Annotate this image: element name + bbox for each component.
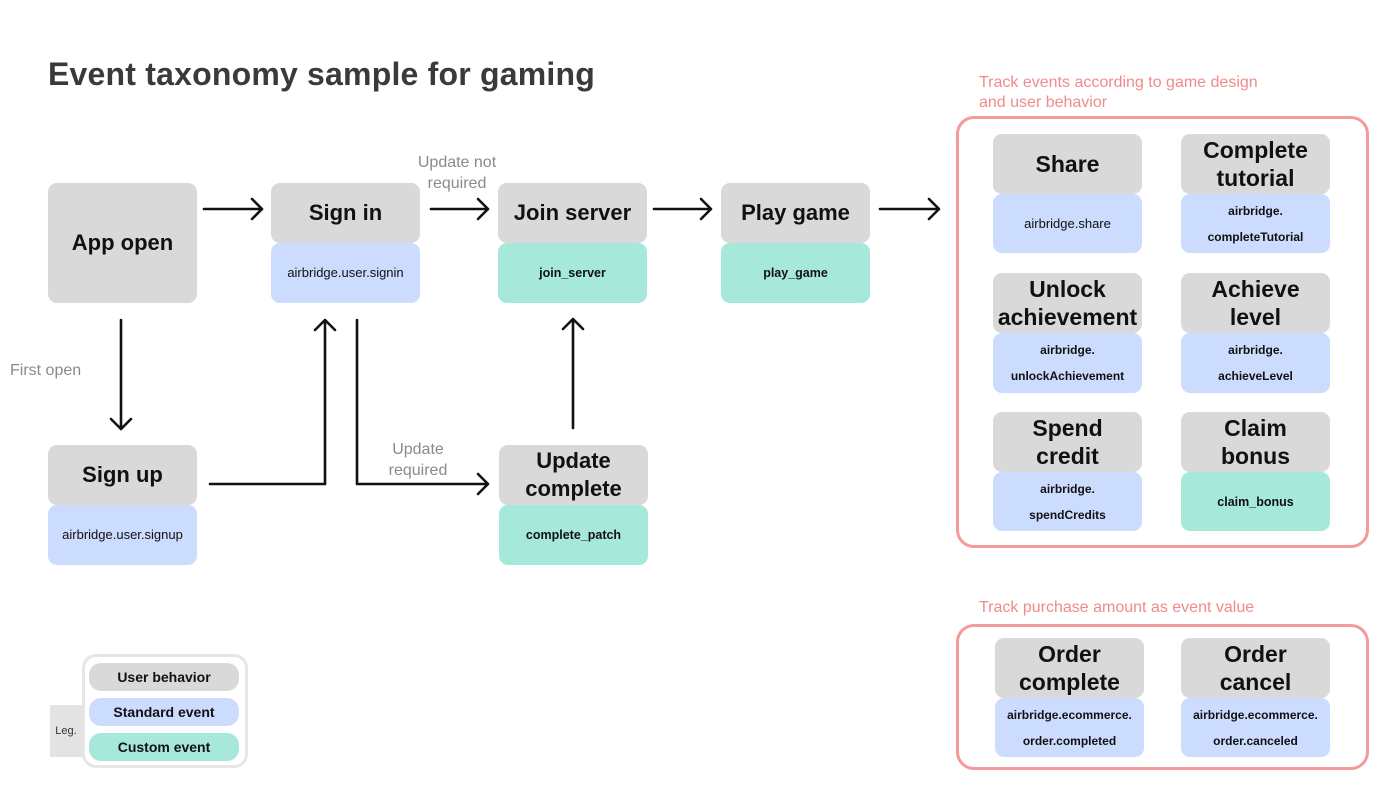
card-spend-credit: Spend credit	[993, 412, 1142, 472]
legend-tag: Leg.	[50, 705, 82, 757]
event-sign-in: airbridge.user.signin	[271, 243, 420, 303]
node-join-server: Join server	[498, 183, 647, 243]
arrow-appopen-signup	[109, 318, 133, 431]
legend-custom-event: Custom event	[89, 733, 239, 761]
arrow-joinserver-playgame	[652, 197, 713, 221]
arrow-signin-update	[355, 318, 490, 496]
event-order-cancel: airbridge.ecommerce. order.canceled	[1181, 698, 1330, 757]
card-order-cancel: Order cancel	[1181, 638, 1330, 698]
arrow-signup-signin	[208, 318, 337, 486]
event-share: airbridge.share	[993, 194, 1142, 253]
node-sign-in: Sign in	[271, 183, 420, 243]
event-sign-up: airbridge.user.signup	[48, 505, 197, 565]
card-complete-tutorial: Complete tutorial	[1181, 134, 1330, 194]
arrow-playgame-panel	[878, 197, 941, 221]
card-share: Share	[993, 134, 1142, 194]
card-unlock-achievement: Unlock achievement	[993, 273, 1142, 333]
edge-label-update-required: Update required	[388, 441, 448, 479]
arrow-appopen-signin	[202, 197, 264, 221]
edge-label-update-not-required: Update not required	[417, 154, 497, 192]
node-update-complete: Update complete	[499, 445, 648, 505]
event-claim-bonus: claim_bonus	[1181, 472, 1330, 531]
event-play-game: play_game	[721, 243, 870, 303]
purchase-events-panel	[956, 624, 1369, 770]
arrow-signin-joinserver	[429, 197, 490, 221]
event-spend-credit: airbridge. spendCredits	[993, 472, 1142, 531]
arrow-update-joinserver	[561, 317, 585, 430]
event-order-complete: airbridge.ecommerce. order.completed	[995, 698, 1144, 757]
purchase-panel-heading: Track purchase amount as event value	[979, 599, 1255, 616]
node-play-game: Play game	[721, 183, 870, 243]
card-claim-bonus: Claim bonus	[1181, 412, 1330, 472]
event-complete-tutorial: airbridge. completeTutorial	[1181, 194, 1330, 253]
node-sign-up: Sign up	[48, 445, 197, 505]
legend-standard-event: Standard event	[89, 698, 239, 726]
card-order-complete: Order complete	[995, 638, 1144, 698]
game-panel-heading: Track events according to game design an…	[979, 74, 1258, 111]
event-achieve-level: airbridge. achieveLevel	[1181, 333, 1330, 393]
card-achieve-level: Achieve level	[1181, 273, 1330, 333]
legend-user-behavior: User behavior	[89, 663, 239, 691]
event-join-server: join_server	[498, 243, 647, 303]
game-events-panel	[956, 116, 1369, 548]
event-update-complete: complete_patch	[499, 505, 648, 565]
edge-label-first-open: First open	[10, 362, 82, 379]
page-title: Event taxonomy sample for gaming	[48, 56, 595, 92]
event-unlock-achievement: airbridge. unlockAchievement	[993, 333, 1142, 393]
node-app-open: App open	[48, 183, 197, 303]
